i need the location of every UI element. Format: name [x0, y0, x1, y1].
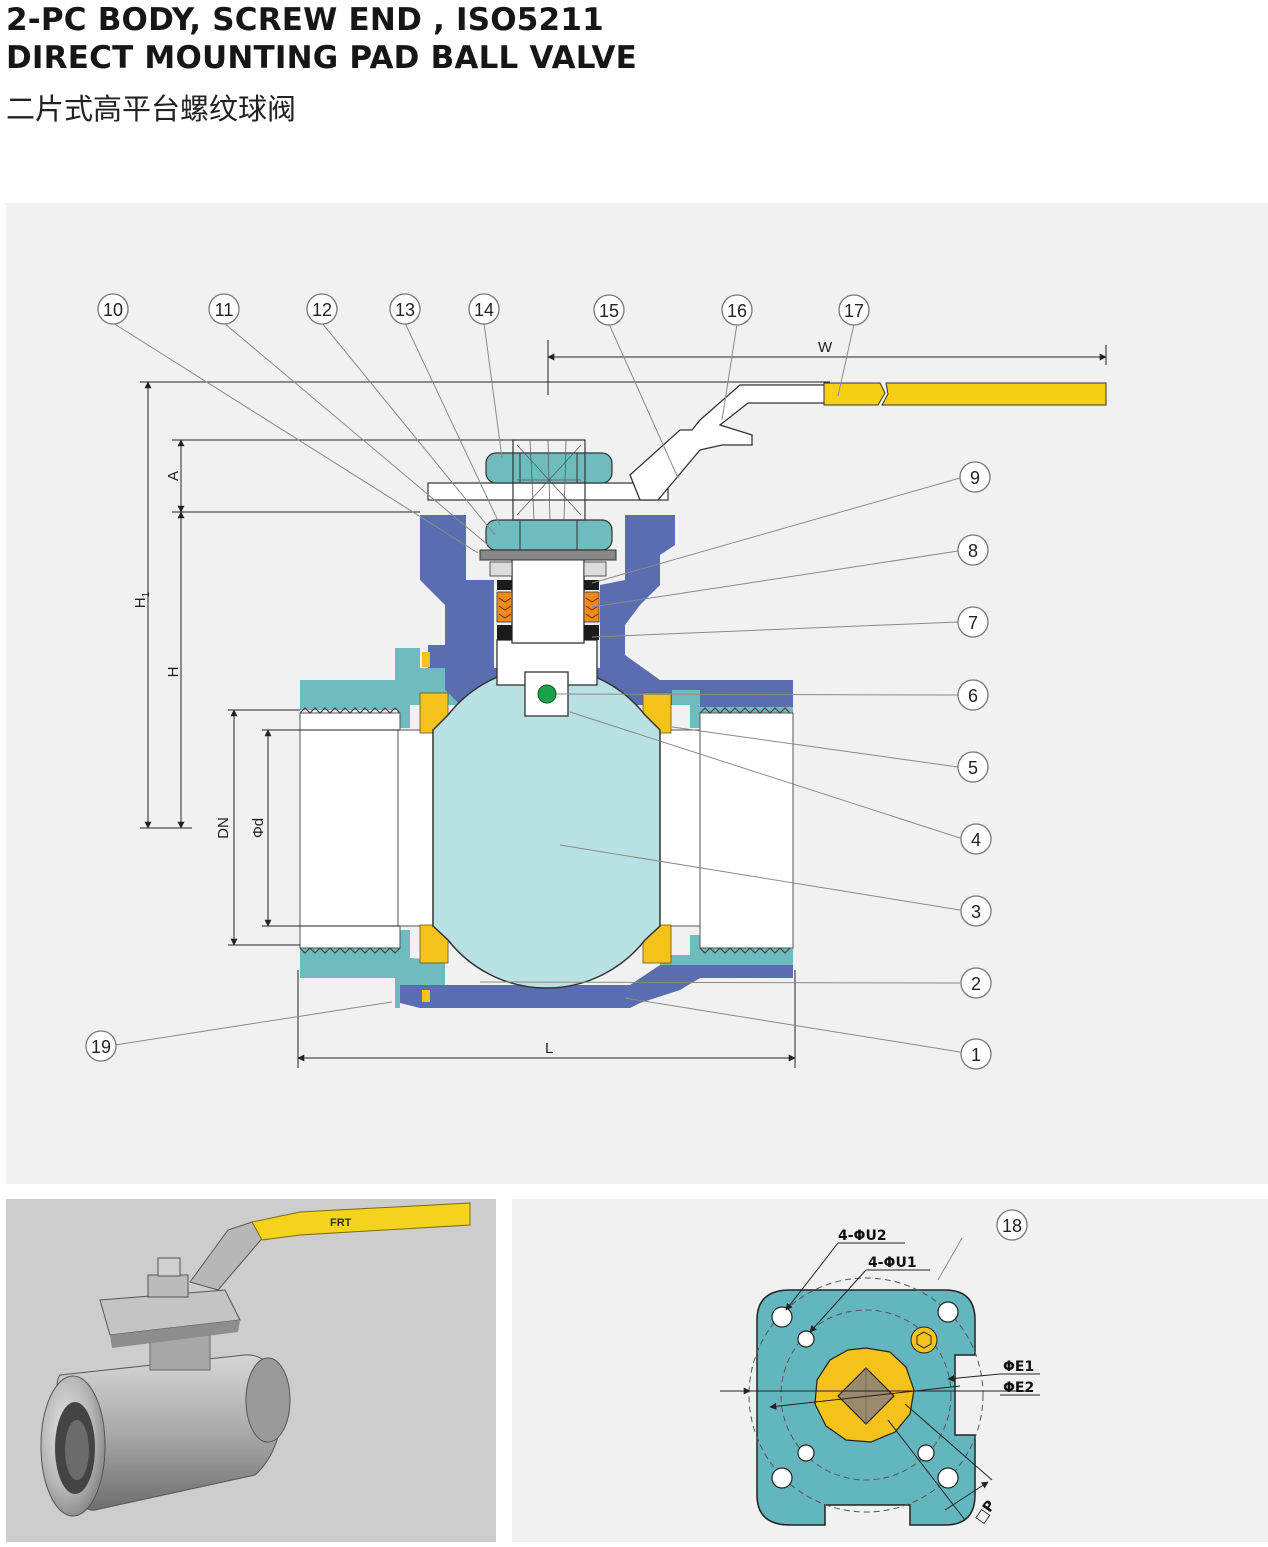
- callout-15: 15: [593, 294, 625, 326]
- svg-text:10: 10: [103, 300, 123, 320]
- svg-text:14: 14: [474, 300, 494, 320]
- svg-text:7: 7: [968, 613, 978, 633]
- callout-1: 1: [960, 1038, 992, 1070]
- label-e2: ΦE2: [1003, 1380, 1034, 1396]
- svg-text:18: 18: [1002, 1216, 1022, 1236]
- dim-h1: H1: [132, 591, 152, 608]
- photo-brand-mark: FRT: [330, 1217, 352, 1229]
- label-4-u2: 4-ΦU2: [838, 1228, 887, 1244]
- end-connector: [300, 648, 793, 1008]
- callout-18: 18: [996, 1209, 1028, 1241]
- callout-10: 10: [97, 293, 129, 325]
- callout-19: 19: [85, 1030, 117, 1062]
- svg-text:11: 11: [215, 300, 234, 320]
- handle: [629, 382, 1107, 501]
- seats: [419, 652, 672, 1002]
- dim-a: A: [165, 471, 182, 481]
- callout-2: 2: [960, 967, 992, 999]
- callout-16: 16: [721, 294, 753, 326]
- dim-l: L: [545, 1040, 553, 1057]
- callout-12: 12: [306, 293, 338, 325]
- label-4-u1: 4-ΦU1: [868, 1255, 917, 1271]
- title-line-1: 2-PC BODY, SCREW END , ISO5211: [6, 2, 604, 38]
- callout-11: 11: [208, 293, 240, 325]
- mounting-pad-panel: 4-ΦU2 4-ΦU1 ΦE1 ΦE2 □P 18: [512, 1199, 1268, 1542]
- dim-h: H: [165, 667, 182, 678]
- product-photo: FRT: [6, 1199, 496, 1542]
- callout-8: 8: [957, 534, 989, 566]
- callout-6: 6: [957, 679, 989, 711]
- bore: [299, 707, 794, 954]
- callout-17: 17: [838, 294, 870, 326]
- title-chinese: 二片式高平台螺纹球阀: [6, 92, 297, 126]
- packing: [489, 561, 607, 640]
- svg-text:16: 16: [727, 301, 747, 321]
- callout-3: 3: [960, 895, 992, 927]
- dim-d: Φd: [250, 818, 267, 838]
- dimension-lines: [140, 340, 1107, 1068]
- leader-lines: [112, 322, 961, 1053]
- label-e1: ΦE1: [1003, 1359, 1034, 1375]
- svg-text:9: 9: [970, 468, 980, 488]
- callout-7: 7: [957, 606, 989, 638]
- title-line-2: DIRECT MOUNTING PAD BALL VALVE: [6, 40, 638, 76]
- dim-w: W: [818, 339, 833, 356]
- svg-text:8: 8: [968, 541, 978, 561]
- svg-text:1: 1: [971, 1045, 981, 1065]
- callout-5: 5: [957, 751, 989, 783]
- svg-text:15: 15: [599, 301, 619, 321]
- svg-text:2: 2: [971, 974, 981, 994]
- svg-text:19: 19: [91, 1037, 111, 1057]
- cross-section-panel: W A H1 H DN Φd L: [6, 203, 1268, 1184]
- dim-dn: DN: [215, 817, 232, 839]
- svg-text:4: 4: [971, 830, 981, 850]
- svg-text:13: 13: [395, 300, 415, 320]
- svg-text:12: 12: [312, 300, 332, 320]
- callout-13: 13: [389, 293, 421, 325]
- callout-9: 9: [959, 461, 991, 493]
- svg-text:17: 17: [844, 301, 864, 321]
- gland-and-nuts: [427, 439, 669, 561]
- svg-text:5: 5: [968, 758, 978, 778]
- anti-blowout-pin: [537, 684, 557, 704]
- svg-text:3: 3: [971, 902, 981, 922]
- callout-14: 14: [468, 293, 500, 325]
- svg-text:6: 6: [968, 686, 978, 706]
- callout-4: 4: [960, 823, 992, 855]
